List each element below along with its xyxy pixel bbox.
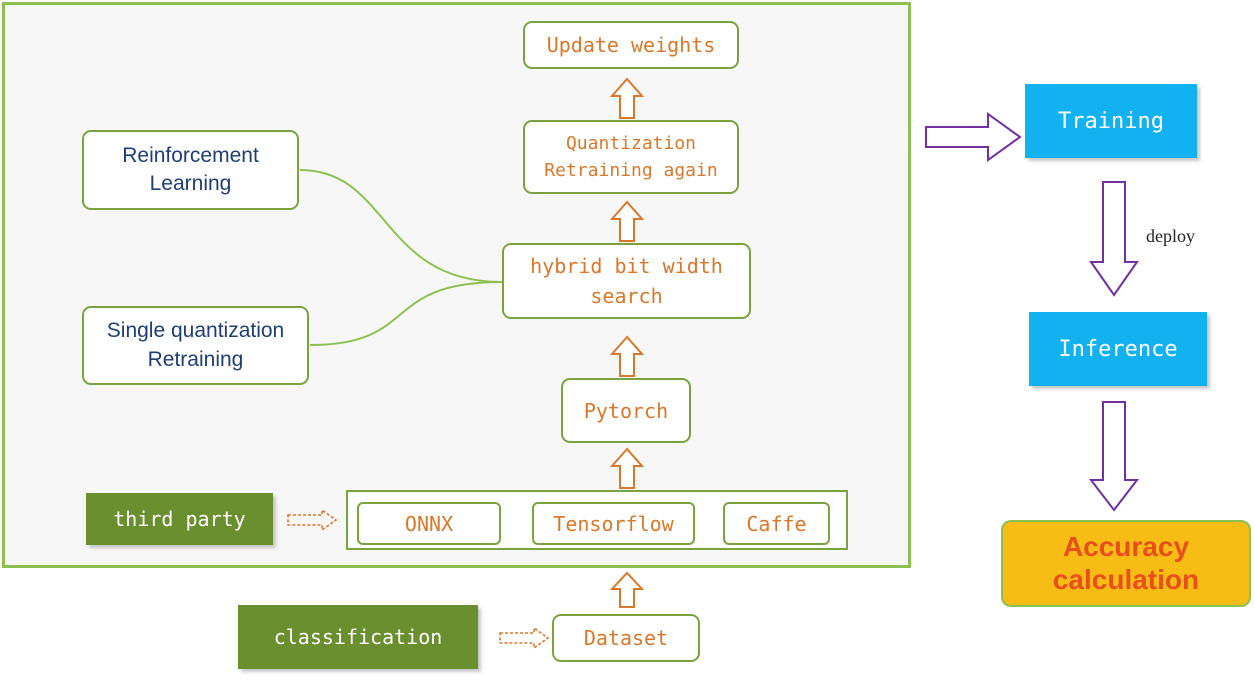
single-quantization-retraining-node: Single quantization Retraining [82, 306, 309, 385]
dashed-arrow-third-party [287, 508, 338, 532]
connector-reinforcement-to-hybrid [299, 169, 503, 283]
arrow-up-3 [609, 335, 645, 377]
training-node: Training [1025, 84, 1197, 158]
quantization-retraining-again-node: Quantization Retraining again [523, 120, 739, 194]
inference-node: Inference [1029, 312, 1207, 386]
arrow-inference-to-accuracy [1088, 401, 1140, 512]
arrow-training-to-inference [1089, 181, 1139, 297]
update-weights-node: Update weights [523, 21, 739, 69]
dataset-node: Dataset [552, 614, 700, 662]
caffe-node: Caffe [723, 502, 830, 545]
arrow-up-2 [609, 200, 645, 242]
connector-single-quant-to-hybrid [309, 281, 503, 346]
hybrid-bit-width-search-node: hybrid bit width search [502, 243, 751, 319]
accuracy-calculation-node: Accuracy calculation [1001, 520, 1251, 607]
classification-label: classification [238, 605, 478, 669]
arrow-up-1 [609, 77, 645, 119]
arrow-up-4 [609, 447, 645, 489]
arrow-frame-to-training [925, 112, 1022, 162]
third-party-label: third party [86, 493, 273, 545]
arrow-up-5 [609, 571, 645, 608]
dashed-arrow-classification [499, 626, 550, 650]
tensorflow-node: Tensorflow [532, 502, 695, 545]
deploy-label: deploy [1146, 226, 1195, 246]
pytorch-node: Pytorch [561, 378, 691, 443]
reinforcement-learning-node: Reinforcement Learning [82, 130, 299, 210]
onnx-node: ONNX [357, 502, 501, 545]
